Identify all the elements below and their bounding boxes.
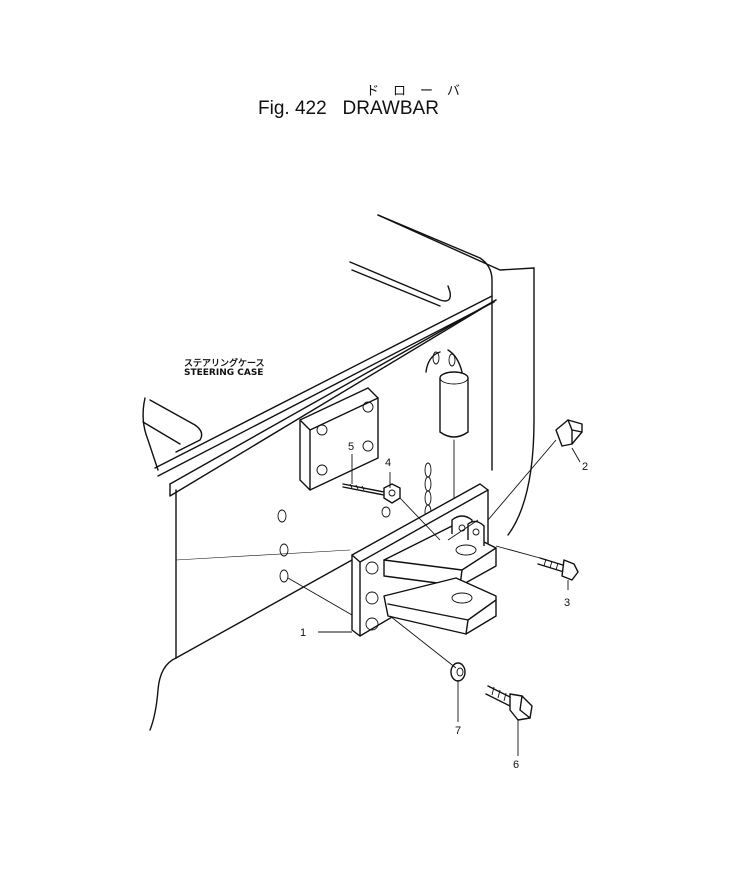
callout-7: 7: [455, 725, 461, 737]
steering-case-label: STEERING CASE: [184, 368, 263, 378]
drawbar-bracket: [351, 483, 497, 637]
washer-7: [450, 662, 466, 682]
figure-title: Fig. 422 DRAWBAR: [258, 98, 439, 120]
figure-name: DRAWBAR: [342, 98, 439, 119]
callout-3: 3: [564, 597, 570, 609]
pin: [439, 371, 469, 531]
callout-5: 5: [348, 441, 354, 453]
callout-2: 2: [582, 461, 588, 473]
steering-case-label-japanese: ステアリングケース: [184, 357, 265, 369]
figure-number: Fig. 422: [258, 98, 327, 119]
steering-case-body: [142, 214, 535, 731]
bolt-3: [537, 557, 579, 581]
lock-lever: [555, 419, 583, 447]
mounting-holes: [277, 506, 391, 583]
cover-plate: [299, 387, 379, 491]
bolt-5: [342, 483, 385, 496]
callout-4: 4: [385, 457, 391, 469]
callout-6: 6: [513, 759, 519, 771]
callout-1: 1: [300, 627, 306, 639]
nut-4: [383, 483, 401, 504]
bolt-6: [485, 685, 533, 721]
leader-lines: [287, 439, 581, 756]
title-japanese: ドローバ: [366, 84, 474, 99]
